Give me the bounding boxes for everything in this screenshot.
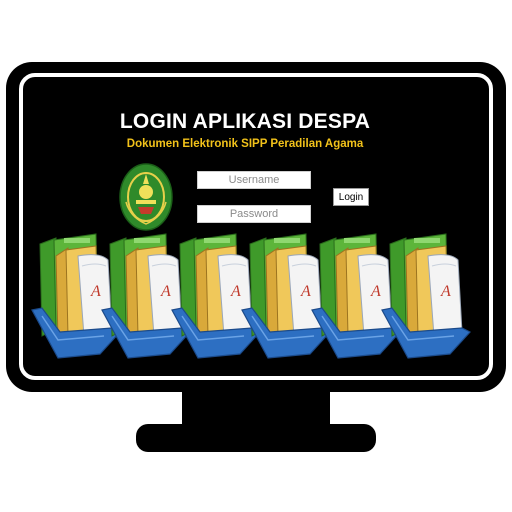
- monitor-neck: [182, 385, 330, 429]
- binder-folder-icon: A: [171, 233, 261, 359]
- binder-folder-icon: A: [31, 233, 121, 359]
- password-input[interactable]: [197, 205, 311, 223]
- login-button[interactable]: Login: [333, 188, 369, 206]
- binder-folder-icon: A: [101, 233, 191, 359]
- page-subtitle: Dokumen Elektronik SIPP Peradilan Agama: [126, 138, 364, 150]
- screen-border: [19, 73, 493, 380]
- binder-letter: A: [440, 283, 451, 300]
- binder-folder-icon: A: [381, 233, 471, 359]
- binder-folder-icon: A: [241, 233, 331, 359]
- binder-folder-icon: A: [311, 233, 401, 359]
- binder-letter: A: [160, 283, 171, 300]
- monitor-base: [136, 424, 376, 452]
- binder-letter: A: [300, 283, 311, 300]
- username-input[interactable]: [197, 171, 311, 189]
- binder-letter: A: [90, 283, 101, 300]
- binder-letter: A: [230, 283, 241, 300]
- binder-letter: A: [370, 283, 381, 300]
- page-title: LOGIN APLIKASI DESPA: [119, 110, 371, 133]
- court-emblem-icon: [119, 163, 173, 231]
